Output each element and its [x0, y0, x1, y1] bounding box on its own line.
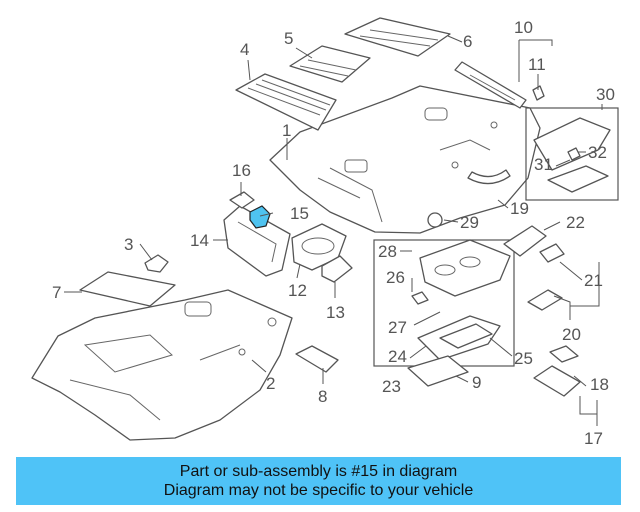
console-30 [533, 117, 611, 171]
callout-4: 4 [240, 40, 249, 59]
headliner-upper [269, 85, 541, 234]
callout-labels: 1 2 3 4 5 6 7 8 9 10 11 12 13 14 15 16 1… [52, 18, 615, 448]
banner-line-1: Part or sub-assembly is #15 in diagram [179, 463, 458, 480]
callout-25: 25 [514, 349, 533, 368]
callout-2: 2 [266, 374, 275, 393]
callout-7: 7 [52, 283, 61, 302]
callout-3: 3 [124, 235, 133, 254]
callout-28: 28 [378, 242, 397, 261]
cover-13 [321, 255, 353, 283]
callout-21: 21 [584, 271, 603, 290]
banner-line-2: Diagram may not be specific to your vehi… [163, 482, 474, 499]
callout-30: 30 [596, 85, 615, 104]
callout-15: 15 [290, 204, 309, 223]
callout-9: 9 [472, 373, 481, 392]
callout-18: 18 [590, 375, 609, 394]
lamp-22 [503, 225, 547, 257]
callout-16: 16 [232, 161, 251, 180]
headliner-lower [31, 289, 293, 441]
callout-13: 13 [326, 303, 345, 322]
callout-14: 14 [190, 231, 209, 250]
handle-19 [467, 169, 511, 185]
lamp-20 [527, 289, 563, 311]
trim-8 [295, 345, 339, 373]
panel-5 [289, 45, 371, 83]
lens-25 [439, 323, 493, 349]
callout-24: 24 [388, 347, 407, 366]
callout-17: 17 [584, 429, 603, 448]
callout-8: 8 [318, 387, 327, 406]
callout-1: 1 [282, 121, 291, 140]
lamp-12 [291, 223, 347, 271]
callout-29: 29 [460, 213, 479, 232]
console-overhead [419, 239, 511, 297]
callout-32: 32 [588, 143, 607, 162]
parts-diagram: 1 2 3 4 5 6 7 8 9 10 11 12 13 14 15 16 1… [31, 17, 619, 448]
panel-4 [235, 73, 337, 131]
lamp-21 [539, 243, 565, 263]
lens-26 [411, 291, 429, 305]
cover-9 [407, 355, 469, 387]
lamp-18 [533, 365, 581, 397]
cover-18b [549, 345, 579, 363]
callout-6: 6 [463, 32, 472, 51]
leader-lines [64, 35, 603, 426]
bracket-3 [144, 254, 169, 273]
panel-6 [344, 17, 451, 57]
part-15-highlight [249, 205, 271, 229]
callout-27: 27 [388, 318, 407, 337]
callout-11: 11 [528, 55, 546, 74]
callout-19: 19 [510, 199, 529, 218]
callout-5: 5 [284, 29, 293, 48]
callout-23: 23 [382, 377, 401, 396]
knob-29 [427, 212, 443, 228]
callout-12: 12 [288, 281, 307, 300]
callout-26: 26 [386, 268, 405, 287]
callout-31: 31 [534, 155, 553, 174]
callout-10: 10 [514, 18, 533, 37]
holder-16 [229, 191, 255, 209]
group-box-30 [525, 107, 619, 201]
clip-32 [567, 147, 581, 161]
callout-22: 22 [566, 213, 585, 232]
rail-10 [454, 61, 527, 109]
lens-31 [547, 165, 609, 193]
info-banner: Part or sub-assembly is #15 in diagram D… [16, 457, 621, 505]
callout-20: 20 [562, 325, 581, 344]
sunroof-panel-7 [79, 271, 176, 307]
